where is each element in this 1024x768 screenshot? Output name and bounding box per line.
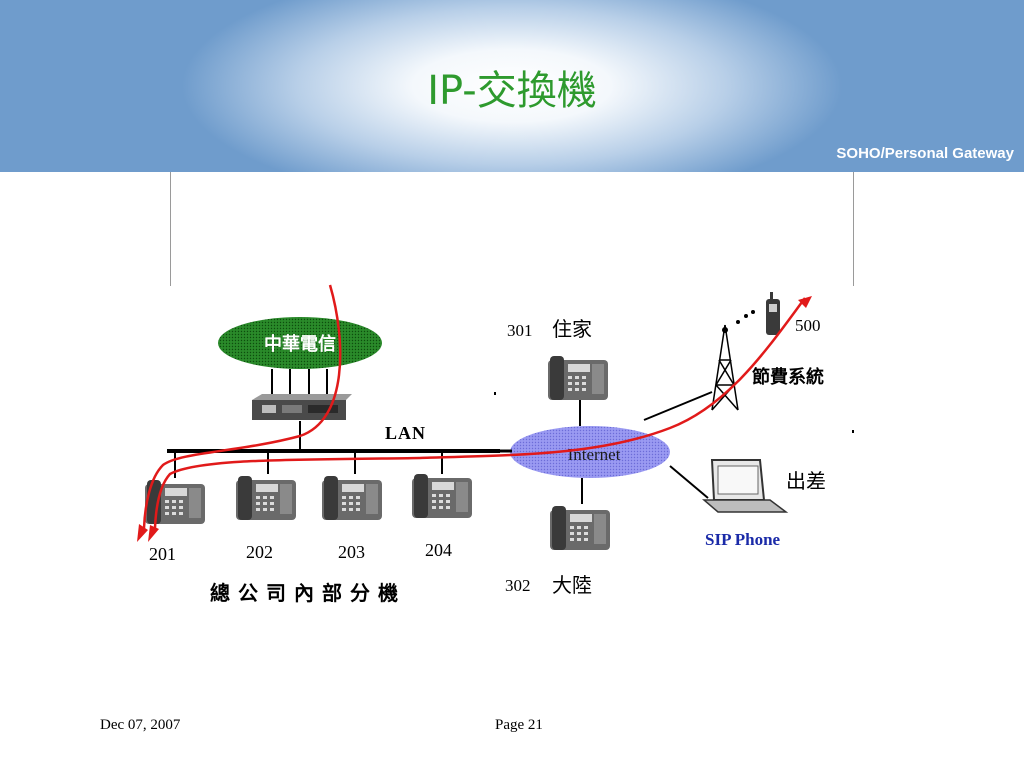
ext-204-label: 204 xyxy=(425,540,452,560)
billing-system-label: 節費系統 xyxy=(752,366,824,388)
call-routes xyxy=(142,284,807,529)
slide-subtitle: SOHO/Personal Gateway xyxy=(836,145,1014,162)
mainland-ext-label: 302 xyxy=(505,576,531,595)
frame-left-line xyxy=(170,172,171,286)
mobile-ext-label: 500 xyxy=(795,316,821,335)
internet-to-laptop-line xyxy=(669,465,709,499)
gateway-device xyxy=(252,394,352,420)
slide-title: IP-交換機 xyxy=(427,68,597,114)
isp-label: 中華電信 xyxy=(264,333,336,355)
route-arrowheads xyxy=(137,296,812,542)
phone-201-icon xyxy=(145,480,205,524)
footer-page-number: Page 21 xyxy=(495,717,543,733)
extension-drop-lines xyxy=(174,451,443,478)
phone-202-icon xyxy=(236,476,296,520)
business-trip-label: 出差 xyxy=(786,469,826,493)
slide-header: IP-交換機 SOHO/Personal Gateway xyxy=(0,0,1024,172)
route-isp-to-201 xyxy=(142,284,342,529)
mainland-label: 大陸 xyxy=(552,573,592,597)
sip-phone-label: SIP Phone xyxy=(705,530,781,549)
mobile-phone-icon xyxy=(766,292,780,335)
head-office-label: 總公司內部分機 xyxy=(210,581,406,605)
cell-tower-icon xyxy=(711,324,739,411)
ext-202-label: 202 xyxy=(246,542,273,562)
home-ext-label: 301 xyxy=(507,321,533,340)
frame-right-line xyxy=(853,172,854,286)
home-label: 住家 xyxy=(552,317,592,341)
internet-to-tower-line xyxy=(643,391,713,421)
ext-203-label: 203 xyxy=(338,542,365,562)
isp-lines xyxy=(271,369,328,398)
tower-top-icon xyxy=(722,327,728,333)
route-mobile-to-201 xyxy=(153,297,807,529)
ext-201-label: 201 xyxy=(149,544,176,564)
footer-date: Dec 07, 2007 xyxy=(100,717,181,733)
internet-cloud xyxy=(510,426,670,478)
lan-label: LAN xyxy=(385,423,426,443)
phone-203-icon xyxy=(322,476,382,520)
phone-204-icon xyxy=(412,474,472,518)
stray-mark xyxy=(852,430,854,433)
phone-302-icon xyxy=(550,506,610,550)
signal-dots-icon xyxy=(736,310,755,324)
stray-mark xyxy=(494,392,496,395)
phone-301-icon xyxy=(548,356,608,400)
laptop-icon xyxy=(701,459,789,513)
